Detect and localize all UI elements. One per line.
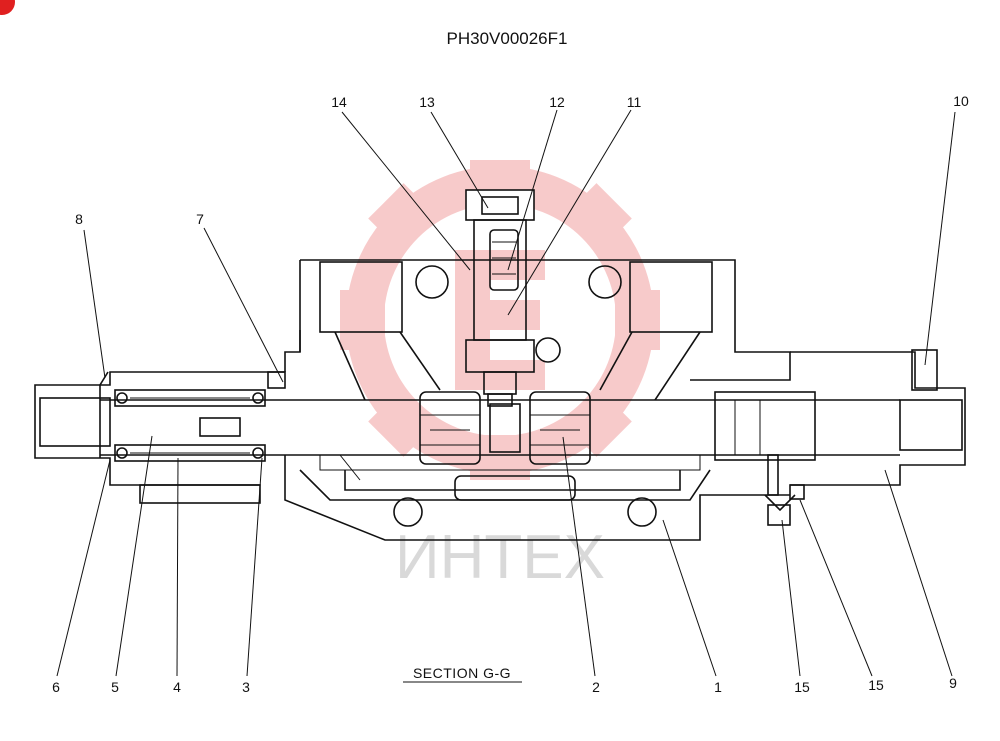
callout-15-right: 15 — [868, 677, 884, 693]
callout-15-left: 15 — [794, 679, 810, 695]
callout-14: 14 — [331, 94, 347, 110]
callout-9: 9 — [949, 675, 957, 691]
right-end-cap — [714, 349, 966, 526]
valve-body — [100, 259, 900, 541]
callout-2: 2 — [592, 679, 600, 695]
callout-3: 3 — [242, 679, 250, 695]
callout-1: 1 — [714, 679, 722, 695]
main-spool — [419, 391, 591, 465]
callout-11: 11 — [627, 94, 642, 110]
callout-4: 4 — [173, 679, 181, 695]
callout-12: 12 — [549, 94, 565, 110]
callout-7: 7 — [196, 211, 204, 227]
callout-6: 6 — [52, 679, 60, 695]
corner-mark — [0, 0, 15, 15]
callout-13: 13 — [419, 94, 435, 110]
watermark-text: ИНТЕХ — [395, 523, 605, 592]
leader-lines — [56, 109, 956, 677]
callout-10: 10 — [953, 93, 969, 109]
callout-5: 5 — [111, 679, 119, 695]
drawing-title: PH30V00026F1 — [447, 29, 568, 48]
callout-labels: 1 2 3 4 5 6 7 8 9 10 11 12 13 14 15 15 — [52, 93, 969, 695]
callout-8: 8 — [75, 211, 83, 227]
left-spring-cap — [34, 371, 286, 504]
section-label: SECTION G-G — [413, 665, 511, 681]
check-valve-assembly — [465, 189, 535, 407]
